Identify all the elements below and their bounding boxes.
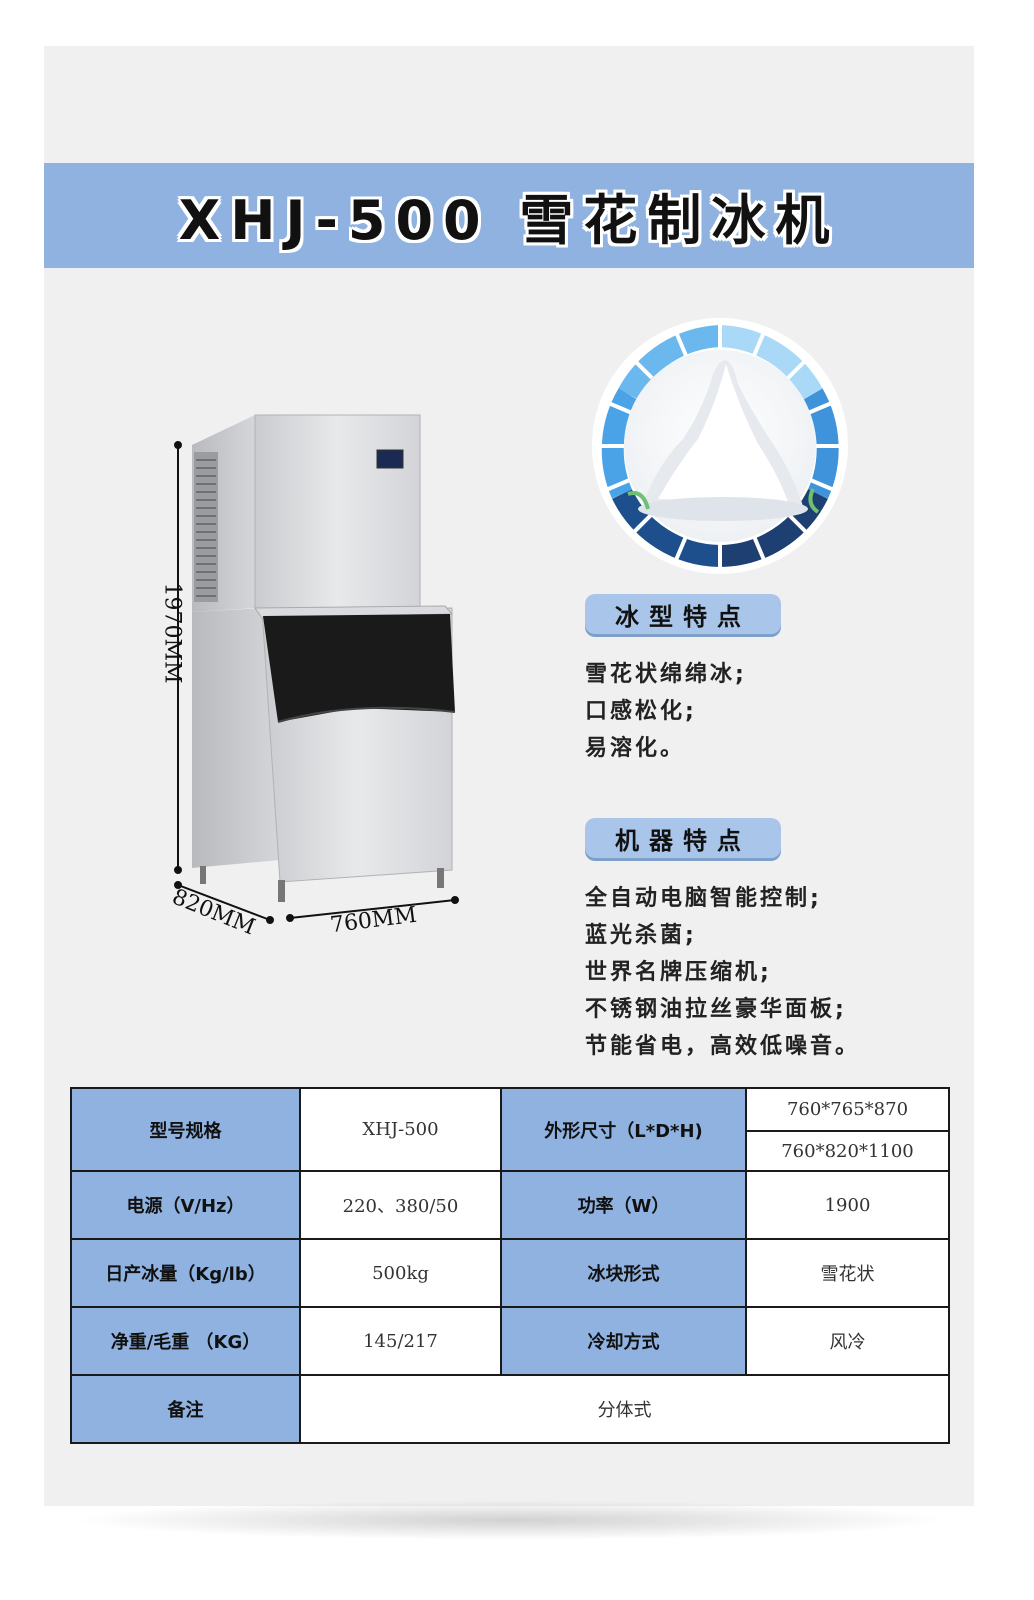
daily-output-value-cell: 500kg — [299, 1238, 502, 1308]
table-row: 日产冰量（Kg/lb） 500kg 冰块形式 雪花状 — [70, 1238, 950, 1308]
ice-features-list: 雪花状绵绵冰; 口感松化; 易溶化。 — [585, 656, 747, 767]
page-title: XHJ-500 雪花制冰机 — [178, 189, 840, 252]
size-value-cell: 760*765*870 — [745, 1087, 950, 1132]
size-label-cell: 外形尺寸（L*D*H) — [500, 1087, 747, 1172]
ice-shape-value-cell: 雪花状 — [745, 1238, 950, 1308]
table-row: 备注 分体式 — [70, 1374, 950, 1444]
table-row: 电源（V/Hz） 220、380/50 功率（W） 1900 — [70, 1170, 950, 1240]
title-banner: XHJ-500 雪花制冰机 — [44, 163, 974, 268]
height-dimension-label: 1970MM — [159, 582, 185, 684]
power-value-cell: 1900 — [745, 1170, 950, 1240]
cooling-value-cell: 风冷 — [745, 1306, 950, 1376]
cooling-label-cell: 冷却方式 — [500, 1306, 747, 1376]
power-label-cell: 功率（W） — [500, 1170, 747, 1240]
power-source-value-cell: 220、380/50 — [299, 1170, 502, 1240]
model-label-cell: 型号规格 — [70, 1087, 301, 1172]
power-source-label-cell: 电源（V/Hz） — [70, 1170, 301, 1240]
card-shadow — [70, 1500, 950, 1540]
weight-value-cell: 145/217 — [299, 1306, 502, 1376]
model-value-cell: XHJ-500 — [299, 1087, 502, 1172]
weight-label-cell: 净重/毛重 （KG） — [70, 1306, 301, 1376]
ice-features-heading: 冰型特点 — [585, 594, 781, 634]
list-item: 蓝光杀菌; — [585, 923, 697, 948]
ice-machine-image: 1970MM 820MM 760MM — [150, 400, 480, 960]
snow-ice-image — [588, 314, 852, 578]
table-row: 净重/毛重 （KG） 145/217 冷却方式 风冷 — [70, 1306, 950, 1376]
remark-value-cell: 分体式 — [299, 1374, 950, 1444]
spec-table: 型号规格 XHJ-500 外形尺寸（L*D*H) 760*765*870 760… — [70, 1087, 950, 1444]
list-item: 不锈钢油拉丝豪华面板; — [585, 997, 847, 1022]
list-item: 口感松化; — [585, 699, 697, 724]
machine-features-list: 全自动电脑智能控制; 蓝光杀菌; 世界名牌压缩机; 不锈钢油拉丝豪华面板; 节能… — [585, 880, 860, 1065]
machine-features-heading: 机器特点 — [585, 818, 781, 858]
size-value-cell: 760*820*1100 — [745, 1130, 950, 1172]
list-item: 节能省电，高效低噪音。 — [585, 1034, 861, 1059]
daily-output-label-cell: 日产冰量（Kg/lb） — [70, 1238, 301, 1308]
table-row: 760*820*1100 — [71, 1130, 950, 1172]
list-item: 雪花状绵绵冰; — [585, 662, 747, 687]
list-item: 世界名牌压缩机; — [585, 960, 772, 985]
remark-label-cell: 备注 — [70, 1374, 301, 1444]
list-item: 易溶化。 — [585, 736, 686, 761]
list-item: 全自动电脑智能控制; — [585, 886, 822, 911]
table-row: 型号规格 XHJ-500 外形尺寸（L*D*H) 760*765*870 — [70, 1087, 950, 1172]
ice-shape-label-cell: 冰块形式 — [500, 1238, 747, 1308]
